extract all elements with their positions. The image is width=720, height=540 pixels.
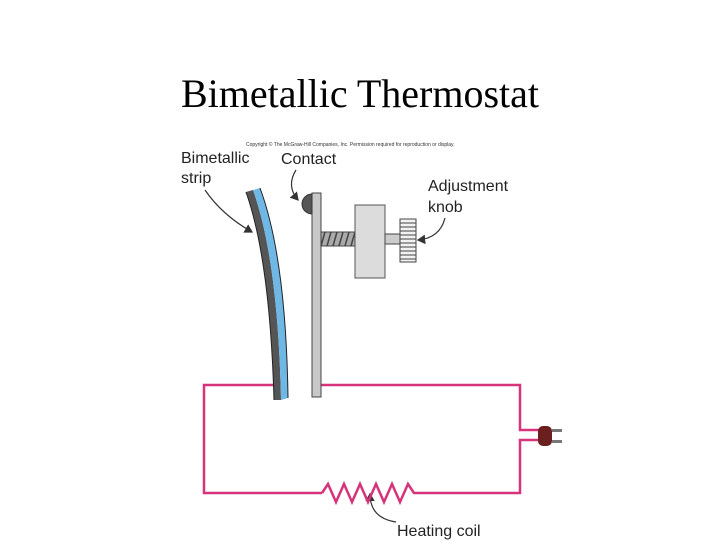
adjustment-screw xyxy=(320,231,356,247)
screw-housing xyxy=(354,204,386,279)
label-adjustment-knob-line2: knob xyxy=(428,199,463,216)
arrow-adjustment-knob xyxy=(416,217,446,245)
circuit-wire-top-right xyxy=(317,383,540,432)
label-bimetallic-strip-line1: Bimetallic xyxy=(181,150,249,167)
slide-title: Bimetallic Thermostat xyxy=(180,71,540,116)
label-bimetallic-strip-line2: strip xyxy=(181,170,211,187)
circuit-wire-left xyxy=(202,383,322,495)
copyright-note: Copyright © The McGraw-Hill Companies, I… xyxy=(246,141,455,148)
contact-plate xyxy=(301,192,322,398)
circuit-wire-bottom-right xyxy=(418,438,540,495)
label-heating-coil: Heating coil xyxy=(397,523,481,540)
arrow-contact xyxy=(289,169,299,201)
contact-point xyxy=(301,193,313,215)
heating-coil xyxy=(320,480,418,506)
label-adjustment-knob-line1: Adjustment xyxy=(428,178,509,195)
arrow-bimetallic-strip xyxy=(204,189,254,233)
adjustment-knob xyxy=(384,218,417,263)
label-contact: Contact xyxy=(281,151,337,168)
power-plug xyxy=(538,426,562,446)
bimetallic-strip xyxy=(245,187,289,401)
